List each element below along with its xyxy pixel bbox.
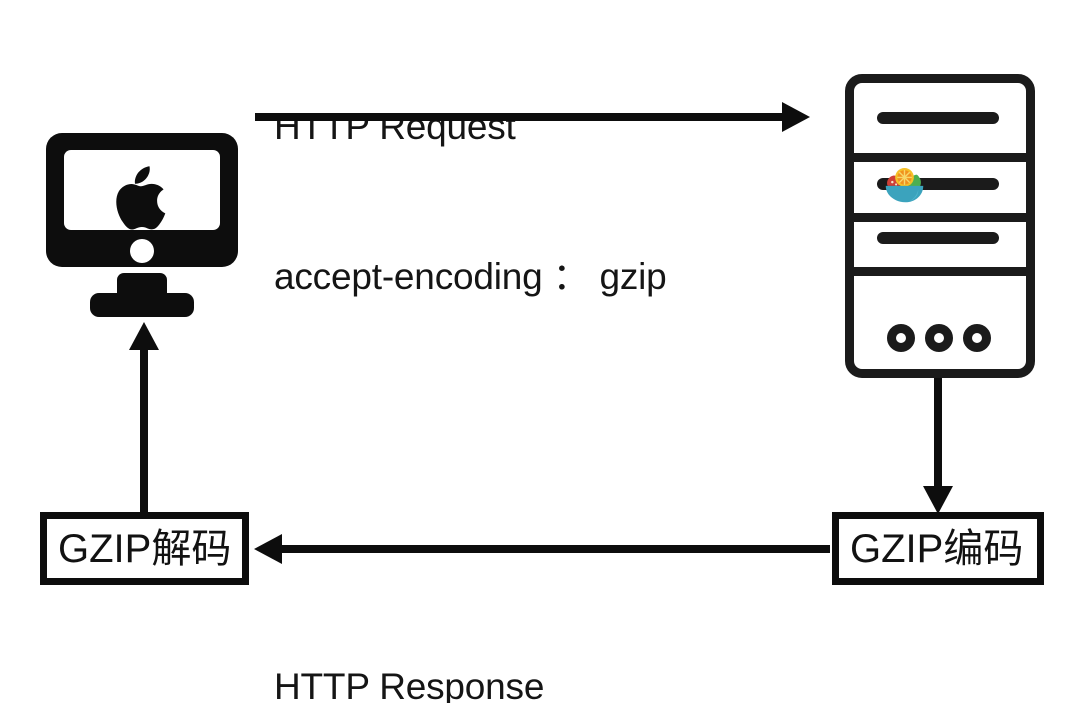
arrow-response-shaft bbox=[282, 545, 830, 553]
arrow-decode-head-icon bbox=[129, 322, 159, 350]
server-divider-3 bbox=[845, 267, 1035, 276]
gzip-decode-box: GZIP解码 bbox=[40, 512, 249, 585]
arrow-response-head-icon bbox=[254, 534, 282, 564]
http-response-line-1: HTTP Response bbox=[274, 666, 545, 703]
gzip-decode-label: GZIP解码 bbox=[58, 526, 232, 571]
http-response-label: HTTP Response content-encoding :gzip bbox=[274, 562, 642, 703]
server-port-3 bbox=[963, 324, 991, 352]
server-bay-bar-3 bbox=[877, 232, 999, 244]
salad-bowl-emoji-icon bbox=[885, 168, 924, 203]
server-port-1 bbox=[887, 324, 915, 352]
server-divider-2 bbox=[845, 213, 1035, 222]
server-tower-icon bbox=[845, 74, 1035, 378]
monitor-screen bbox=[64, 150, 220, 230]
http-request-label: HTTP Request accept-encoding ： gzip bbox=[274, 2, 667, 402]
gzip-encode-label: GZIP编码 bbox=[850, 526, 1024, 571]
gzip-encode-box: GZIP编码 bbox=[832, 512, 1044, 585]
monitor-stand-base bbox=[90, 293, 194, 317]
server-bay-bar-1 bbox=[877, 112, 999, 124]
apple-logo-icon bbox=[116, 166, 166, 230]
arrow-encode-head-icon bbox=[923, 486, 953, 514]
server-divider-1 bbox=[845, 153, 1035, 162]
arrow-request-head-icon bbox=[782, 102, 810, 132]
server-port-2 bbox=[925, 324, 953, 352]
http-request-line-1: HTTP Request bbox=[274, 106, 516, 147]
monitor-bezel bbox=[46, 133, 238, 267]
http-request-line-2: accept-encoding ： gzip bbox=[274, 256, 667, 297]
client-computer-icon bbox=[46, 133, 238, 325]
arrow-request-shaft bbox=[255, 113, 785, 121]
arrow-decode-shaft bbox=[140, 348, 148, 514]
monitor-indicator-dot bbox=[130, 239, 154, 263]
arrow-encode-shaft bbox=[934, 378, 942, 490]
